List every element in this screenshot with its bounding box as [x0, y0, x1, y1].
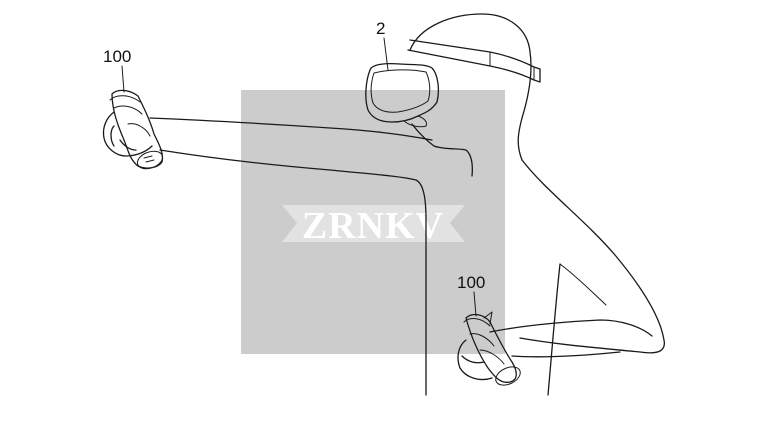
- controller-upper-base: [136, 150, 164, 170]
- controller-lower-leader: [473, 291, 477, 317]
- controller-upper-ring: [109, 95, 151, 137]
- arm-upper-top: [149, 117, 433, 141]
- headset-reference: 2: [376, 19, 389, 71]
- controller-upper-detail: [143, 155, 155, 163]
- controller-lower-body: [465, 313, 517, 383]
- headset-leader: [383, 37, 389, 71]
- controller-lower-ring: [463, 318, 505, 365]
- watermark: ZRNKV: [241, 90, 505, 354]
- watermark-banner: [282, 205, 465, 242]
- back-outline: [519, 159, 666, 354]
- hmd-rim: [370, 69, 431, 113]
- user-figure: [102, 13, 666, 396]
- torso-side: [547, 263, 561, 396]
- arm-lower-bottom: [511, 351, 621, 358]
- headset-ref-label: 2: [376, 19, 385, 38]
- head-outline: [409, 13, 532, 161]
- controller-upper: 100: [103, 47, 164, 170]
- head-strap: [407, 39, 541, 83]
- hmd-face-pad: [403, 115, 427, 128]
- controller-lower-ref-label: 100: [457, 273, 485, 292]
- arm-upper-bottom: [159, 149, 427, 396]
- torso-fold: [559, 263, 607, 306]
- watermark-text: ZRNKV: [302, 205, 444, 247]
- face-chin: [411, 123, 473, 177]
- controller-upper-ref-label: 100: [103, 47, 131, 66]
- controller-upper-body: [111, 89, 164, 169]
- controller-lower-tip: [483, 311, 493, 325]
- hmd-headset: [365, 63, 439, 128]
- controller-lower: 100: [457, 273, 521, 386]
- arm-lower-top: [489, 319, 653, 337]
- hmd-front: [365, 63, 439, 123]
- controller-lower-base: [495, 366, 521, 386]
- hand-lower: [457, 339, 493, 381]
- controller-upper-leader: [121, 65, 125, 93]
